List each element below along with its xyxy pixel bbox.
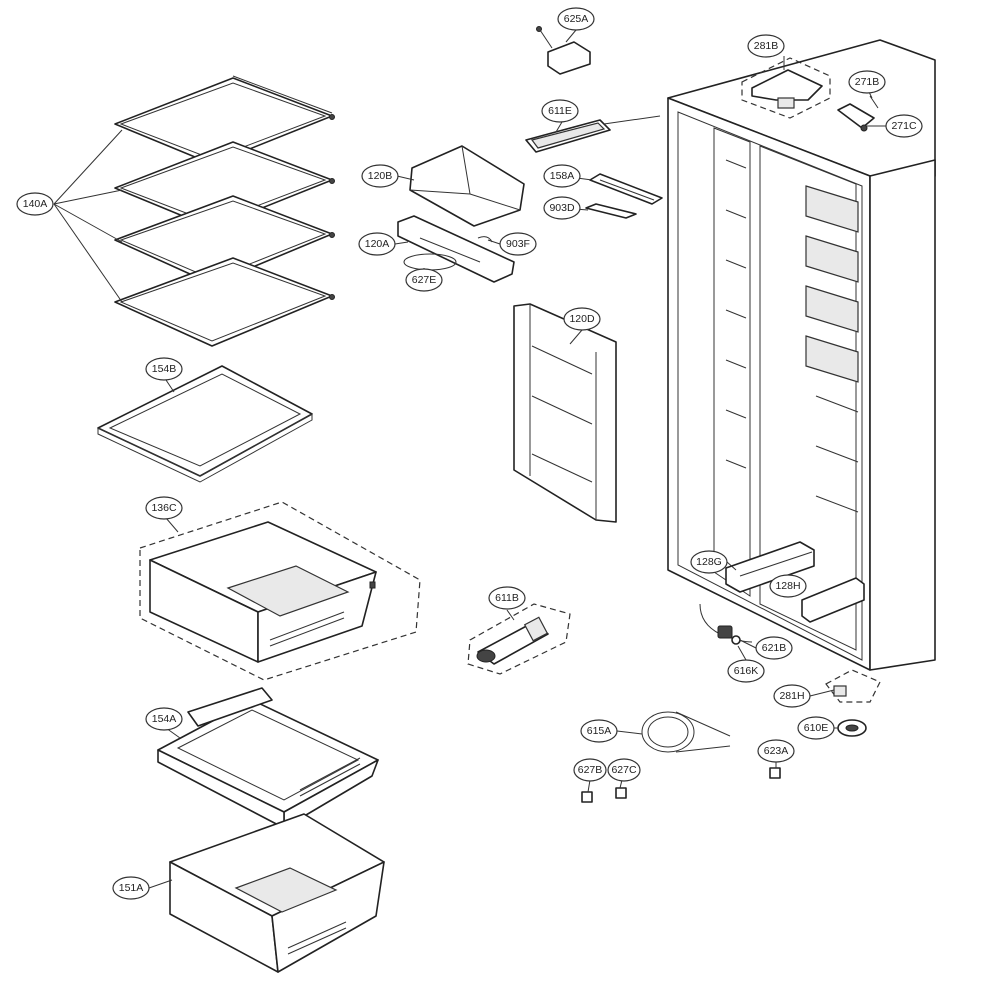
cabinet-door-bins	[805, 185, 859, 383]
hinge-271C	[837, 103, 875, 132]
callout-154B: 154B	[145, 357, 183, 381]
shelf-frame-154B	[97, 365, 313, 483]
clamp-623A	[769, 767, 781, 779]
callout-label-271C: 271C	[891, 120, 917, 132]
label-strip-903D	[585, 203, 637, 219]
callout-label-120D: 120D	[569, 313, 595, 325]
callout-label-271B: 271B	[855, 76, 880, 88]
callout-611E: 611E	[541, 99, 579, 123]
callout-label-627E: 627E	[412, 274, 437, 286]
callout-label-621B: 621B	[762, 642, 787, 654]
callout-label-611B: 611B	[495, 592, 519, 604]
callout-623A: 623A	[757, 739, 795, 763]
callout-616K: 616K	[727, 659, 765, 683]
callout-281H: 281H	[773, 684, 811, 708]
callout-154A: 154A	[145, 707, 183, 731]
callout-621B: 621B	[755, 636, 793, 660]
damper-assembly-611E	[525, 115, 661, 153]
callout-label-140A: 140A	[23, 198, 48, 210]
callout-627B: 627B	[573, 758, 607, 782]
callout-label-611E: 611E	[548, 105, 572, 117]
callout-label-154A: 154A	[152, 713, 177, 725]
glass-shelf-2	[114, 141, 335, 229]
hinge-bottom-281H	[825, 669, 881, 703]
callout-label-281B: 281B	[754, 40, 779, 52]
callout-label-128H: 128H	[775, 580, 800, 592]
callout-label-158A: 158A	[550, 170, 575, 182]
glass-shelves-140A	[114, 75, 335, 347]
callout-label-151A: 151A	[119, 882, 144, 894]
callout-627C: 627C	[607, 758, 641, 782]
callout-151A: 151A	[112, 876, 150, 900]
callout-136C: 136C	[145, 496, 183, 520]
callout-627E: 627E	[405, 268, 443, 292]
callout-label-128G: 128G	[696, 556, 722, 568]
callout-271B: 271B	[848, 70, 886, 94]
glass-shelf-4	[114, 257, 335, 347]
crisper-cover-154A	[157, 687, 379, 829]
screw-271B	[869, 95, 879, 109]
water-tube-coil-615A	[641, 711, 731, 753]
clip-627B	[581, 791, 593, 803]
glass-shelf-3	[114, 195, 335, 285]
callout-615A: 615A	[580, 719, 618, 743]
rail-assembly-128H	[801, 577, 865, 623]
callout-label-136C: 136C	[151, 502, 177, 514]
callout-label-120B: 120B	[368, 170, 393, 182]
top-cover-281B	[741, 57, 831, 119]
callout-903D: 903D	[543, 196, 581, 220]
callout-label-120A: 120A	[365, 238, 390, 250]
control-panel-120A	[397, 215, 515, 283]
callout-625A: 625A	[557, 7, 595, 31]
wheel-610E	[837, 719, 867, 737]
callout-label-903D: 903D	[549, 202, 575, 214]
water-valve-621B	[699, 603, 753, 643]
gasket-627E	[403, 253, 457, 271]
callout-611B: 611B	[488, 586, 526, 610]
control-box-120B	[409, 145, 525, 227]
callout-label-627C: 627C	[611, 764, 637, 776]
clip-627C	[615, 787, 627, 799]
callout-281B: 281B	[747, 34, 785, 58]
vegetable-drawer-151A	[169, 813, 385, 973]
glass-shelf-1	[114, 75, 335, 165]
refrigerator-cabinet	[667, 39, 936, 671]
ice-maker-module-625A	[536, 26, 591, 75]
callout-120D: 120D	[563, 307, 601, 331]
water-filter-611B	[467, 603, 571, 675]
shelf-panel-120D	[513, 303, 617, 523]
callout-271C: 271C	[885, 114, 923, 138]
callout-120A: 120A	[358, 232, 396, 256]
crisper-drawer-136C	[139, 501, 421, 681]
callout-128H: 128H	[769, 574, 807, 598]
callout-label-625A: 625A	[564, 13, 589, 25]
callout-label-615A: 615A	[587, 725, 612, 737]
callout-label-616K: 616K	[734, 665, 759, 677]
sensor-bracket-158A	[589, 173, 663, 205]
callout-label-627B: 627B	[578, 764, 603, 776]
callout-140A: 140A	[16, 192, 54, 216]
callout-128G: 128G	[690, 550, 728, 574]
callout-label-610E: 610E	[804, 722, 829, 734]
callout-label-281H: 281H	[779, 690, 804, 702]
callout-903F: 903F	[499, 232, 537, 256]
callout-120B: 120B	[361, 164, 399, 188]
callout-label-154B: 154B	[152, 363, 177, 375]
callout-610E: 610E	[797, 716, 835, 740]
tube-fitting-616K	[731, 635, 741, 645]
rail-assembly-128G	[725, 541, 815, 593]
callout-label-623A: 623A	[764, 745, 789, 757]
callout-label-903F: 903F	[506, 238, 530, 250]
callout-158A: 158A	[543, 164, 581, 188]
